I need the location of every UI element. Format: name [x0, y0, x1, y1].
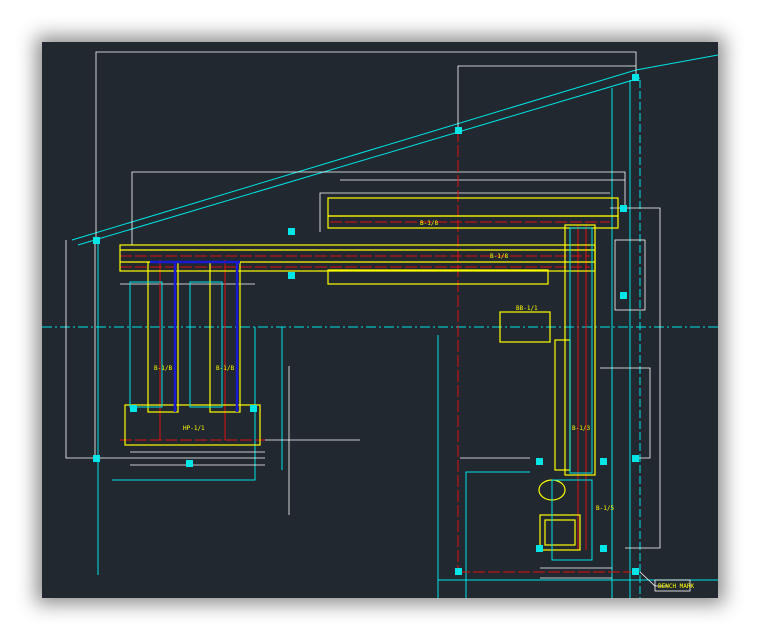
bench-mark-label: BENCH MARK — [658, 583, 695, 590]
label-hopper: HP-1/1 — [183, 425, 205, 432]
cad-drawing: B-1/8 B-1/8 B-1/B B-1/B HP-1/1 BB-1/1 B-… — [42, 51, 718, 598]
site-boundary — [42, 54, 718, 598]
structure-outlines — [129, 227, 593, 561]
label-bin-right: B-1/B — [216, 365, 234, 372]
label-bin-left: B-1/B — [154, 365, 172, 372]
label-feeder: BB-1/1 — [516, 305, 538, 312]
label-small-conveyor: B-1/5 — [596, 505, 614, 512]
label-vertical-conveyor: B-1/3 — [572, 425, 590, 432]
label-conveyor-upper: B-1/8 — [490, 253, 508, 260]
equipment-outlines — [119, 197, 619, 551]
cad-drawing-canvas[interactable]: B-1/8 B-1/8 B-1/B B-1/B HP-1/1 BB-1/1 B-… — [42, 42, 718, 598]
dimension-lines — [65, 51, 668, 587]
center-lines — [120, 130, 636, 573]
equipment-labels: B-1/8 B-1/8 B-1/B B-1/B HP-1/1 BB-1/1 B-… — [154, 220, 614, 512]
label-conveyor-lower: B-1/8 — [420, 220, 438, 227]
bench-mark: BENCH MARK — [654, 579, 695, 592]
conveyor-belts — [150, 260, 240, 412]
column-markers — [93, 74, 639, 575]
